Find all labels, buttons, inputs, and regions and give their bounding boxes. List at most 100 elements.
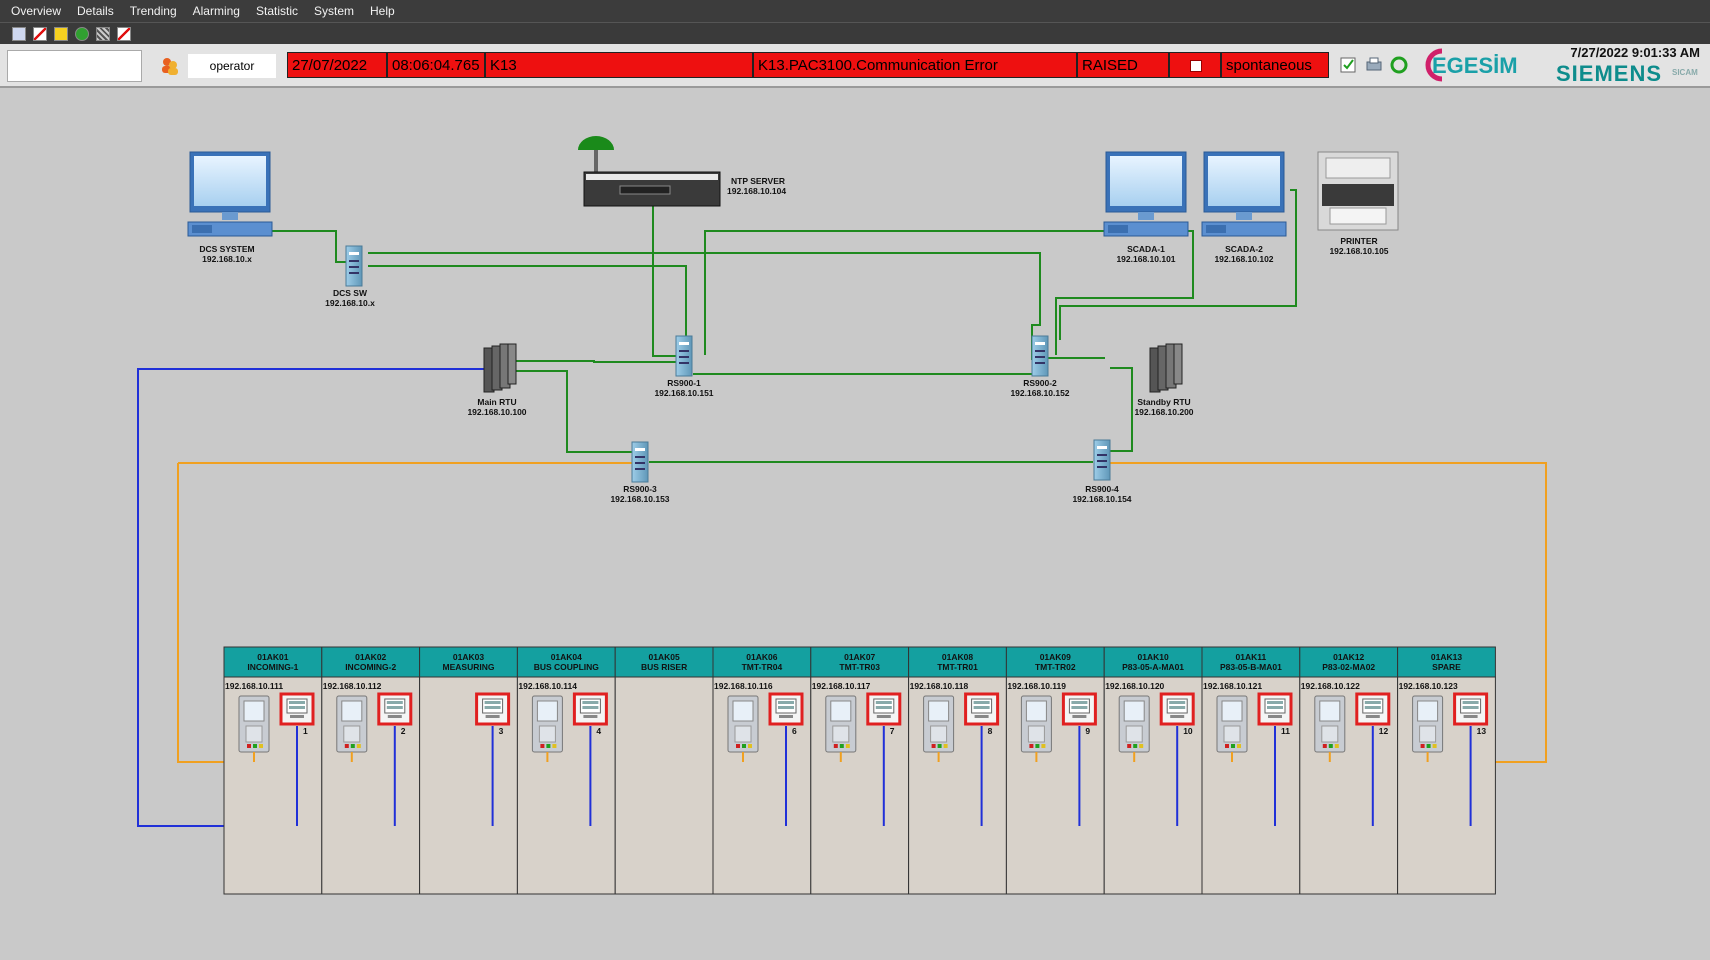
window-icon[interactable] bbox=[12, 26, 26, 41]
power-meter[interactable] bbox=[1355, 692, 1391, 726]
protection-relay[interactable] bbox=[238, 695, 270, 753]
meter-number: 8 bbox=[988, 726, 993, 736]
meter-number: 7 bbox=[890, 726, 895, 736]
protection-relay[interactable] bbox=[1118, 695, 1150, 753]
panel-name: TMT-TR01 bbox=[937, 662, 978, 672]
menu-statistic[interactable]: Statistic bbox=[255, 4, 298, 18]
user-icon[interactable] bbox=[160, 56, 180, 76]
ethernet-ring bbox=[177, 462, 1547, 763]
dcs-system-workstation[interactable]: DCS SYSTEM 192.168.10.x bbox=[187, 151, 273, 264]
protection-relay[interactable] bbox=[1020, 695, 1052, 753]
menu-overview[interactable]: Overview bbox=[11, 4, 62, 18]
meter-number: 4 bbox=[596, 726, 601, 736]
protection-relay[interactable] bbox=[531, 695, 563, 753]
protection-relay[interactable] bbox=[1314, 695, 1346, 753]
acknowledge-icon[interactable] bbox=[1340, 56, 1358, 74]
print-icon[interactable] bbox=[1365, 56, 1383, 74]
rs900-2-label: RS900-2 bbox=[1023, 378, 1057, 388]
alarm-banner[interactable]: 27/07/2022 08:06:04.765 K13 K13.PAC3100.… bbox=[287, 52, 1329, 78]
protection-relay[interactable] bbox=[923, 695, 955, 753]
panel-code: 01AK11 bbox=[1236, 652, 1267, 662]
protection-relay[interactable] bbox=[727, 695, 759, 753]
standby-rtu[interactable]: Standby RTU 192.168.10.200 bbox=[1134, 343, 1194, 417]
panel-code: 01AK03 bbox=[453, 652, 484, 662]
ntp-ip: 192.168.10.104 bbox=[727, 186, 786, 196]
panel-name: TMT-TR02 bbox=[1035, 662, 1076, 672]
red-slash-icon[interactable] bbox=[117, 26, 131, 41]
power-meter[interactable] bbox=[1453, 692, 1489, 726]
rs900-2-switch[interactable]: RS900-2 192.168.10.152 bbox=[1010, 335, 1070, 398]
power-meter[interactable] bbox=[768, 692, 804, 726]
scada-2-label: SCADA-2 bbox=[1225, 244, 1263, 254]
alarm-cause: spontaneous bbox=[1226, 57, 1312, 74]
refresh-icon[interactable] bbox=[1390, 56, 1408, 74]
power-meter[interactable] bbox=[572, 692, 608, 726]
panel-code: 01AK10 bbox=[1138, 652, 1169, 662]
refresh-icon[interactable] bbox=[75, 26, 89, 41]
meter-number: 9 bbox=[1085, 726, 1090, 736]
menu-alarming[interactable]: Alarming bbox=[192, 4, 240, 18]
protection-relay[interactable] bbox=[336, 695, 368, 753]
meter-number: 6 bbox=[792, 726, 797, 736]
power-meter[interactable] bbox=[377, 692, 413, 726]
power-meter[interactable] bbox=[1061, 692, 1097, 726]
red-slash-icon[interactable] bbox=[33, 26, 47, 41]
meter-number: 10 bbox=[1183, 726, 1193, 736]
panel-name: INCOMING-2 bbox=[345, 662, 396, 672]
dcs-system-ip: 192.168.10.x bbox=[202, 254, 252, 264]
scada-1-label: SCADA-1 bbox=[1127, 244, 1165, 254]
switchgear-lineup: 01AK01INCOMING-1192.168.10.111101AK02INC… bbox=[223, 646, 1496, 895]
power-meter[interactable] bbox=[1257, 692, 1293, 726]
power-meter[interactable] bbox=[1159, 692, 1195, 726]
warning-icon[interactable] bbox=[54, 26, 68, 41]
operator-field[interactable]: operator bbox=[188, 54, 276, 78]
panel-ip: 192.168.10.116 bbox=[714, 681, 773, 691]
meter-number: 3 bbox=[499, 726, 504, 736]
sicam-logo: SICAM bbox=[1672, 68, 1698, 77]
alarm-flag bbox=[1170, 53, 1222, 77]
menu-trending[interactable]: Trending bbox=[129, 4, 177, 18]
scada-1-workstation[interactable]: SCADA-1 192.168.10.101 bbox=[1103, 151, 1189, 264]
power-meter[interactable] bbox=[866, 692, 902, 726]
menu-details[interactable]: Details bbox=[77, 4, 114, 18]
meter-number: 13 bbox=[1477, 726, 1487, 736]
rs900-4-switch[interactable]: RS900-4 192.168.10.154 bbox=[1072, 439, 1132, 504]
dcs-switch[interactable]: DCS SW 192.168.10.x bbox=[325, 245, 375, 308]
menu-help[interactable]: Help bbox=[370, 4, 395, 18]
menu-bar: Overview Details Trending Alarming Stati… bbox=[0, 0, 1710, 22]
grid-icon[interactable] bbox=[96, 26, 110, 41]
dcs-system-label: DCS SYSTEM bbox=[199, 244, 254, 254]
ntp-server[interactable]: NTP SERVER 192.168.10.104 bbox=[578, 136, 786, 207]
power-meter[interactable] bbox=[964, 692, 1000, 726]
protection-relay[interactable] bbox=[1412, 695, 1444, 753]
network-diagram: DCS SYSTEM 192.168.10.x DCS SW 192.168.1… bbox=[137, 136, 1547, 895]
printer[interactable]: PRINTER 192.168.10.105 bbox=[1317, 151, 1399, 256]
main-rtu[interactable]: Main RTU 192.168.10.100 bbox=[467, 343, 527, 417]
ntp-label: NTP SERVER bbox=[731, 176, 785, 186]
filter-field[interactable] bbox=[7, 50, 142, 82]
panel-code: 01AK09 bbox=[1040, 652, 1071, 662]
menu-system[interactable]: System bbox=[314, 4, 355, 18]
rs900-3-switch[interactable]: RS900-3 192.168.10.153 bbox=[610, 441, 670, 504]
scada-2-workstation[interactable]: SCADA-2 192.168.10.102 bbox=[1201, 151, 1287, 264]
protection-relay[interactable] bbox=[825, 695, 857, 753]
rs900-1-switch[interactable]: RS900-1 192.168.10.151 bbox=[654, 335, 714, 398]
clock: 7/27/2022 9:01:33 AM bbox=[1570, 45, 1700, 60]
power-meter[interactable] bbox=[279, 692, 315, 726]
power-meter[interactable] bbox=[475, 692, 511, 726]
svg-text:EGESİM: EGESİM bbox=[1432, 53, 1518, 78]
protection-relay[interactable] bbox=[1216, 695, 1248, 753]
